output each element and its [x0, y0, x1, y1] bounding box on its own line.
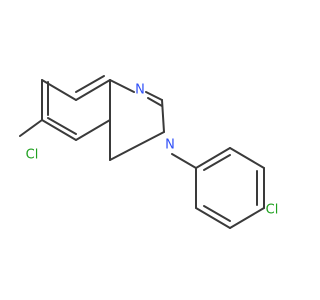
- bond: [203, 205, 231, 222]
- bond: [161, 99, 165, 133]
- bond: [75, 75, 105, 93]
- bond: [19, 119, 43, 137]
- chlorine-label: Cl: [266, 203, 279, 218]
- molecule-drawing: N N Cl Cl: [19, 75, 279, 229]
- bond: [47, 117, 77, 135]
- bond: [109, 131, 165, 161]
- bond: [195, 147, 231, 169]
- bond: [195, 207, 231, 229]
- structure-canvas: N N Cl Cl: [19, 75, 279, 229]
- nitrogen-label: N: [135, 83, 145, 98]
- bond: [41, 119, 77, 141]
- bond: [75, 119, 111, 141]
- bond: [147, 97, 163, 107]
- nitrogen-label: N: [165, 138, 175, 153]
- bond: [229, 147, 265, 169]
- bond: [109, 79, 135, 93]
- chlorine-label: Cl: [26, 148, 39, 163]
- bond: [203, 154, 231, 171]
- bond: [145, 91, 163, 101]
- bond: [229, 207, 265, 229]
- bond: [75, 79, 111, 101]
- bond: [171, 153, 197, 169]
